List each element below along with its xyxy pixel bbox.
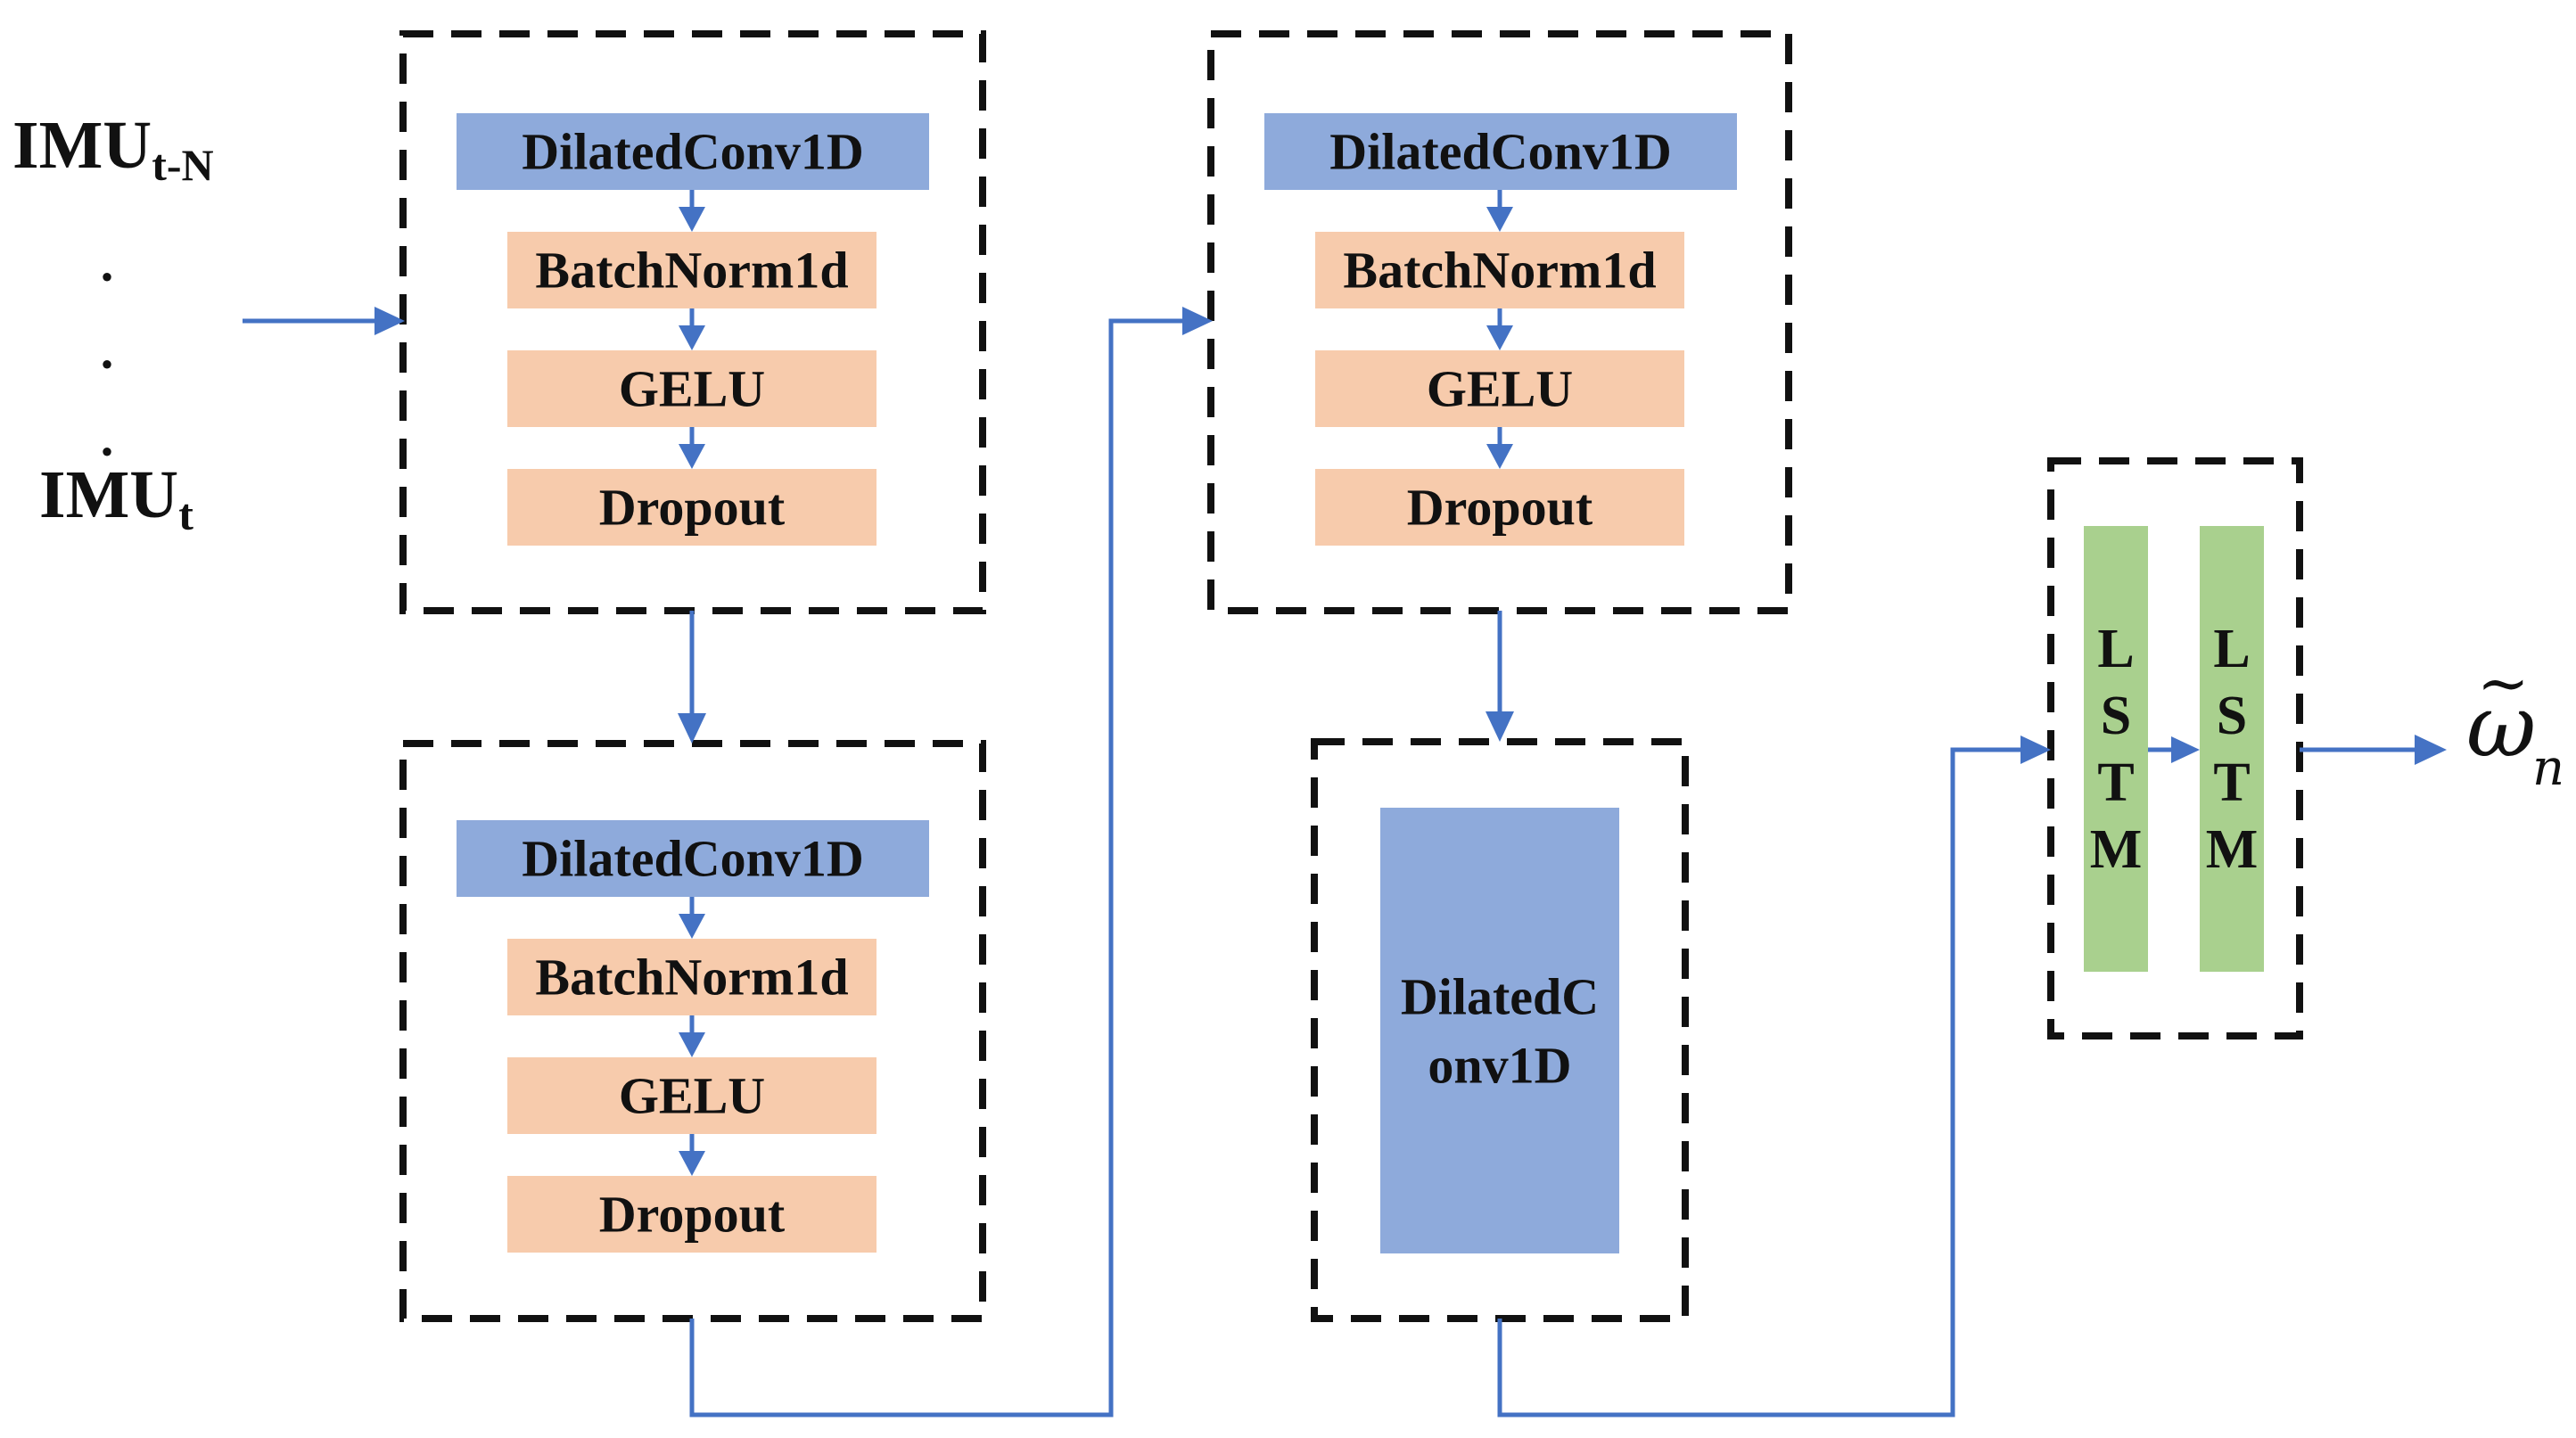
lstm-2-letter-t: T	[2213, 752, 2250, 813]
input-last: IMUt	[39, 457, 193, 539]
lstm-2-letter-m: M	[2206, 819, 2259, 880]
block-2-batchnorm-label: BatchNorm1d	[535, 949, 848, 1007]
arrow-block-1-to-block-2-head	[678, 713, 706, 744]
lstm-1-letter-m: M	[2090, 819, 2143, 880]
connectors	[243, 190, 2447, 1417]
block-1-batchnorm-label: BatchNorm1d	[535, 242, 848, 300]
arrow-input-to-block-1-head	[374, 307, 405, 335]
arrow-b2-conv-to-bn-head	[679, 914, 705, 939]
block-2-gelu-label: GELU	[619, 1067, 765, 1125]
block-1-dropout-label: Dropout	[599, 479, 786, 537]
conv-block-3-border	[1207, 30, 1792, 614]
block-3-batchnorm-label: BatchNorm1d	[1343, 242, 1656, 300]
arrow-b3-bn-to-gelu-head	[1486, 325, 1513, 350]
block-3-batchnorm-layer	[1315, 232, 1684, 308]
block-3-dilatedconv-label: DilatedConv1D	[1329, 123, 1671, 181]
block-2-dropout-label: Dropout	[599, 1186, 786, 1244]
block-1-gelu-layer	[507, 350, 876, 427]
lstm-block: L S T M L S T M	[2047, 457, 2303, 1039]
arrow-final-conv-to-lstm-head	[2020, 735, 2051, 764]
conv-block-1: DilatedConv1D BatchNorm1d GELU Dropout	[399, 30, 986, 614]
output-subscript: n	[2532, 739, 2564, 797]
arrow-b1-bn-to-gelu-head	[679, 325, 705, 350]
block-1-dropout-layer	[507, 469, 876, 546]
ellipsis-dot-2: .	[101, 322, 114, 380]
ellipsis-dot-3: .	[101, 409, 114, 467]
arrow-b2-gelu-to-dropout-head	[679, 1151, 705, 1176]
output-symbol: ω ~ n	[2466, 646, 2564, 797]
arrow-b1-conv-to-bn-head	[679, 207, 705, 232]
arrow-b3-conv-to-bn-head	[1486, 207, 1513, 232]
conv-block-2: DilatedConv1D BatchNorm1d GELU Dropout	[399, 740, 986, 1322]
block-2-dilatedconv-layer	[457, 820, 929, 897]
output-tilde: ~	[2477, 646, 2530, 719]
block-2-gelu-layer	[507, 1057, 876, 1134]
block-2-batchnorm-layer	[507, 939, 876, 1015]
arrow-b1-gelu-to-dropout-head	[679, 444, 705, 469]
input-first-main: IMU	[12, 108, 152, 183]
lstm-layer-1	[2084, 526, 2148, 972]
arrow-lstm-to-output-head	[2415, 735, 2447, 765]
input-last-main: IMU	[39, 457, 178, 532]
ellipsis-dot-1: .	[101, 234, 114, 292]
block-1-batchnorm-layer	[507, 232, 876, 308]
final-dilatedconv-layer	[1380, 808, 1619, 1253]
arrow-block-2-to-block-3	[689, 318, 1186, 1417]
block-3-dilatedconv-layer	[1264, 113, 1737, 190]
block-3-gelu-label: GELU	[1427, 360, 1573, 418]
input-first-sub: t-N	[152, 140, 213, 190]
final-conv-block: DilatedC onv1D	[1311, 738, 1689, 1322]
lstm-2-letter-s: S	[2217, 686, 2247, 746]
block-2-dilatedconv-label: DilatedConv1D	[522, 830, 863, 888]
output-omega: ω	[2466, 677, 2536, 777]
block-3-gelu-layer	[1315, 350, 1684, 427]
block-1-dilatedconv-label: DilatedConv1D	[522, 123, 863, 181]
final-conv-label-line-2: onv1D	[1428, 1037, 1571, 1095]
lstm-1-letter-l: L	[2097, 619, 2134, 679]
arrow-lstm-1-to-lstm-2-head	[2171, 736, 2200, 763]
input-sequence: IMUt-N . . . IMUt	[12, 108, 214, 539]
arrow-block-2-to-block-3-head	[1182, 307, 1213, 335]
input-first: IMUt-N	[12, 108, 214, 190]
lstm-1-letter-s: S	[2101, 686, 2131, 746]
block-3-dropout-label: Dropout	[1407, 479, 1593, 537]
final-conv-label-line-1: DilatedC	[1401, 968, 1599, 1026]
lstm-2-letter-l: L	[2213, 619, 2250, 679]
arrow-b3-gelu-to-dropout-head	[1486, 444, 1513, 469]
block-3-dropout-layer	[1315, 469, 1684, 546]
lstm-1-letter-t: T	[2097, 752, 2134, 813]
arrow-final-conv-to-lstm	[1497, 747, 2024, 1417]
lstm-layer-2	[2200, 526, 2264, 972]
block-1-dilatedconv-layer	[457, 113, 929, 190]
arrow-block-3-to-final-conv-head	[1486, 711, 1514, 742]
input-last-sub: t	[178, 489, 193, 539]
block-2-dropout-layer	[507, 1176, 876, 1253]
arrow-b2-bn-to-gelu-head	[679, 1032, 705, 1057]
block-1-gelu-label: GELU	[619, 360, 765, 418]
conv-block-3: DilatedConv1D BatchNorm1d GELU Dropout	[1207, 30, 1792, 614]
